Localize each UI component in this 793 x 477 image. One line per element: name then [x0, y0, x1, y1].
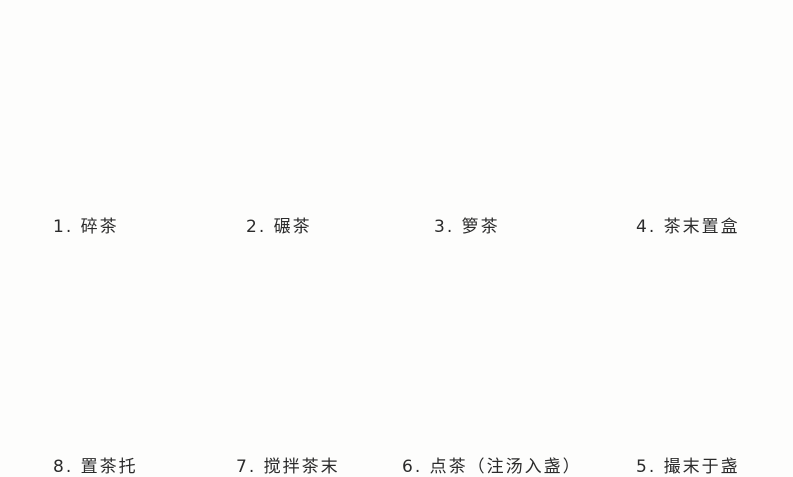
step-3-label: 3. 箩茶: [434, 217, 500, 237]
step-7-label: 7. 搅拌茶末: [236, 457, 340, 477]
step-5-label: 5. 撮末于盏: [636, 457, 740, 477]
step-1-label: 1. 碎茶: [53, 217, 119, 237]
step-8-label: 8. 置茶托: [53, 457, 138, 477]
step-2-label: 2. 碾茶: [246, 217, 312, 237]
step-6-label: 6. 点茶（注汤入盏）: [402, 457, 582, 477]
step-4-label: 4. 茶末置盒: [636, 217, 740, 237]
